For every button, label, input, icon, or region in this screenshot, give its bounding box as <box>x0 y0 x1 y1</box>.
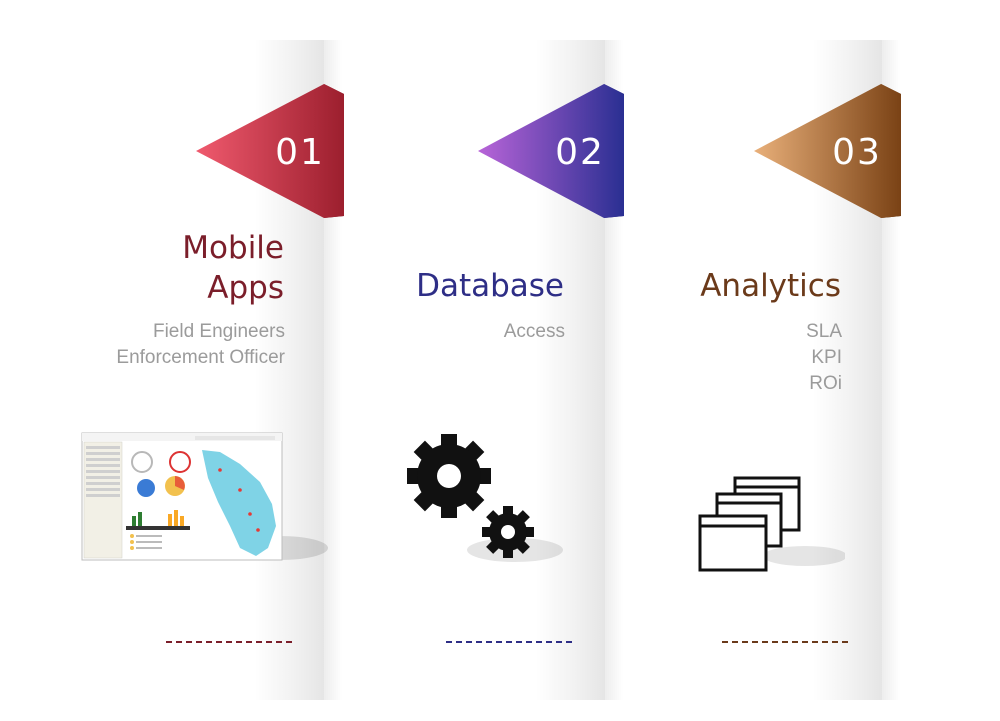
subtitle-line: KPI <box>811 347 842 368</box>
title-line: Mobile <box>182 230 284 266</box>
title-line: Apps <box>207 270 284 306</box>
ribbon-1 <box>196 84 344 218</box>
column-subtitle-1: Field Engineers Enforcement Officer <box>60 319 285 371</box>
divider-2 <box>446 641 572 643</box>
column-subtitle-2: Access <box>400 319 565 345</box>
column-subtitle-3: SLA KPI ROi <box>700 319 842 397</box>
divider-3 <box>722 641 848 643</box>
subtitle-line: ROi <box>809 373 842 394</box>
column-title-2: Database <box>370 266 564 306</box>
ribbon-3 <box>754 84 901 218</box>
column-title-1: Mobile Apps <box>100 228 284 308</box>
gears-icon <box>407 434 563 562</box>
divider-1 <box>166 641 292 643</box>
title-line: Database <box>416 268 564 304</box>
title-line: Analytics <box>700 268 841 304</box>
ribbon-2 <box>478 84 624 218</box>
subtitle-line: Enforcement Officer <box>116 347 285 368</box>
subtitle-line: Field Engineers <box>152 321 285 342</box>
step-number-3: 03 <box>832 132 882 173</box>
browser-windows-icon <box>698 476 845 572</box>
subtitle-line: SLA <box>806 321 842 342</box>
step-number-1: 01 <box>275 132 325 173</box>
column-title-3: Analytics <box>640 266 841 306</box>
dashboard-screenshot-icon <box>81 432 328 561</box>
step-number-2: 02 <box>555 132 605 173</box>
subtitle-line: Access <box>503 321 565 342</box>
